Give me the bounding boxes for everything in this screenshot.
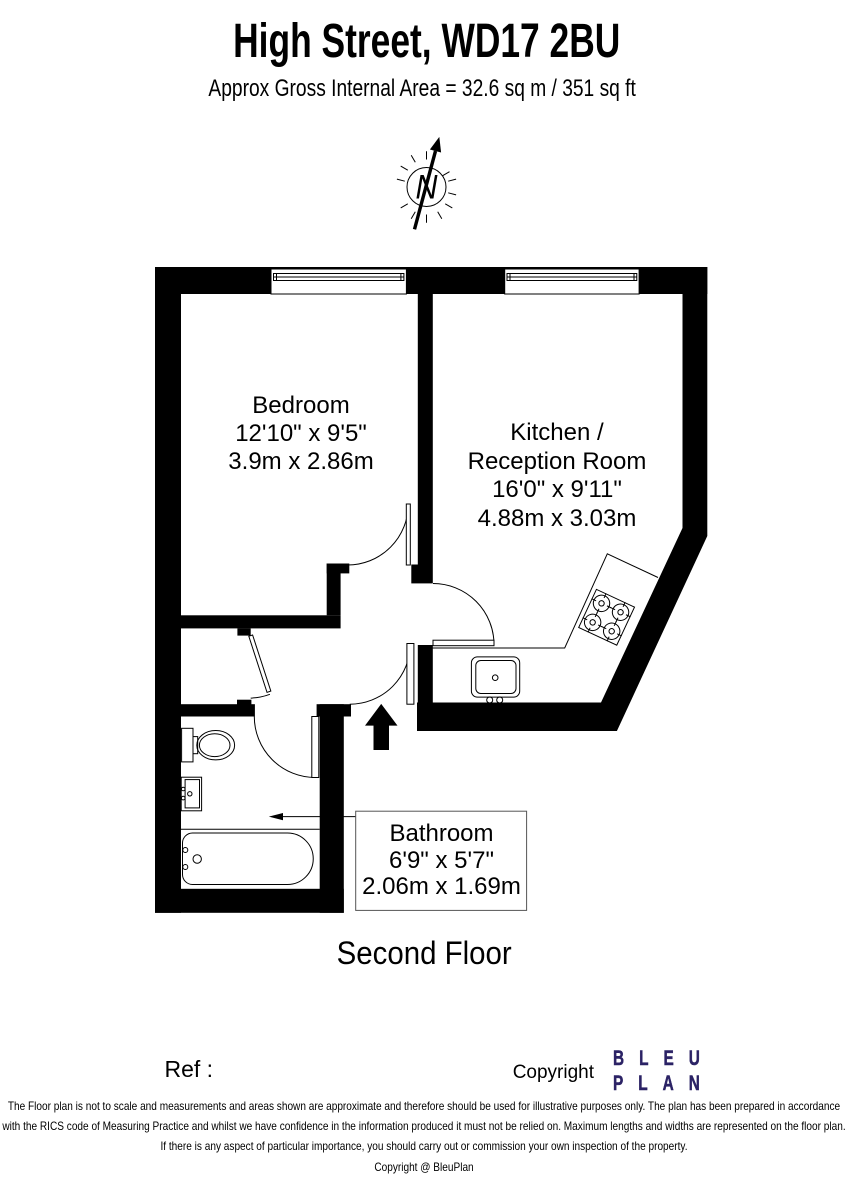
svg-text:N: N (416, 169, 438, 207)
